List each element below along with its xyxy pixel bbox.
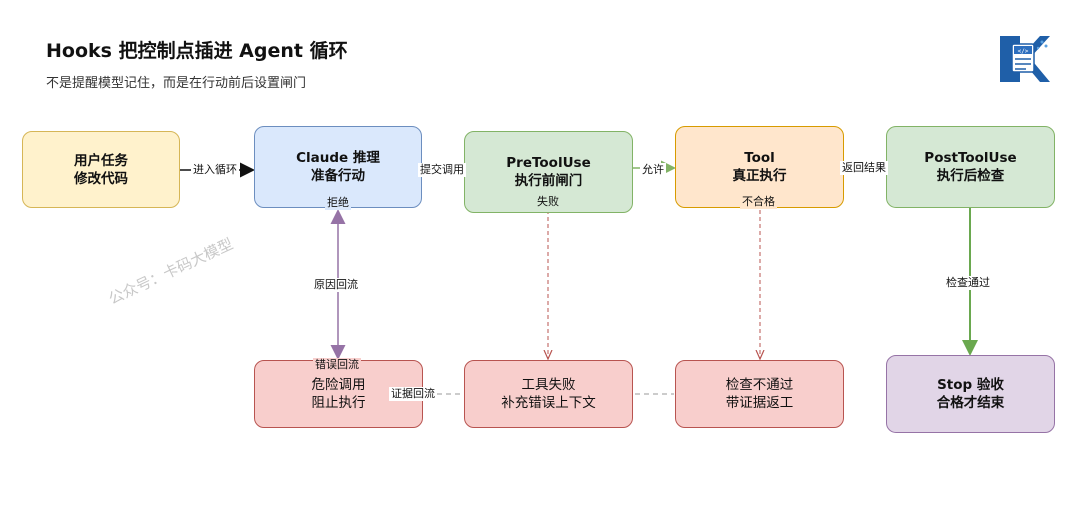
- label-allow: 允许: [640, 163, 666, 177]
- page-subtitle: 不是提醒模型记住，而是在行动前后设置闸门: [46, 76, 307, 91]
- node-stop: Stop 验收 合格才结束: [886, 355, 1055, 433]
- node-check-fail: 检查不通过 带证据返工: [675, 360, 844, 428]
- label-reject: 拒绝: [325, 196, 351, 210]
- svg-text:</>: </>: [1018, 48, 1029, 55]
- label-error-back: 错误回流: [313, 358, 361, 372]
- page-title: Hooks 把控制点插进 Agent 循环: [46, 40, 348, 62]
- node-tool: Tool 真正执行: [675, 126, 844, 208]
- label-enter-loop: 进入循环: [191, 163, 239, 177]
- label-submit-call: 提交调用: [418, 163, 466, 177]
- node-user-task: 用户任务 修改代码: [22, 131, 180, 208]
- node-tool-fail: 工具失败 补充错误上下文: [464, 360, 633, 428]
- brand-logo: </>: [1000, 36, 1050, 82]
- label-return-result: 返回结果: [840, 161, 888, 175]
- node-posttooluse: PostToolUse 执行后检查: [886, 126, 1055, 208]
- label-fail: 失败: [535, 195, 561, 209]
- label-reason-back: 原因回流: [312, 278, 360, 292]
- node-claude: Claude 推理 准备行动: [254, 126, 422, 208]
- label-evidence-back: 证据回流: [389, 387, 437, 401]
- label-check-pass: 检查通过: [944, 276, 992, 290]
- label-not-pass: 不合格: [740, 195, 777, 209]
